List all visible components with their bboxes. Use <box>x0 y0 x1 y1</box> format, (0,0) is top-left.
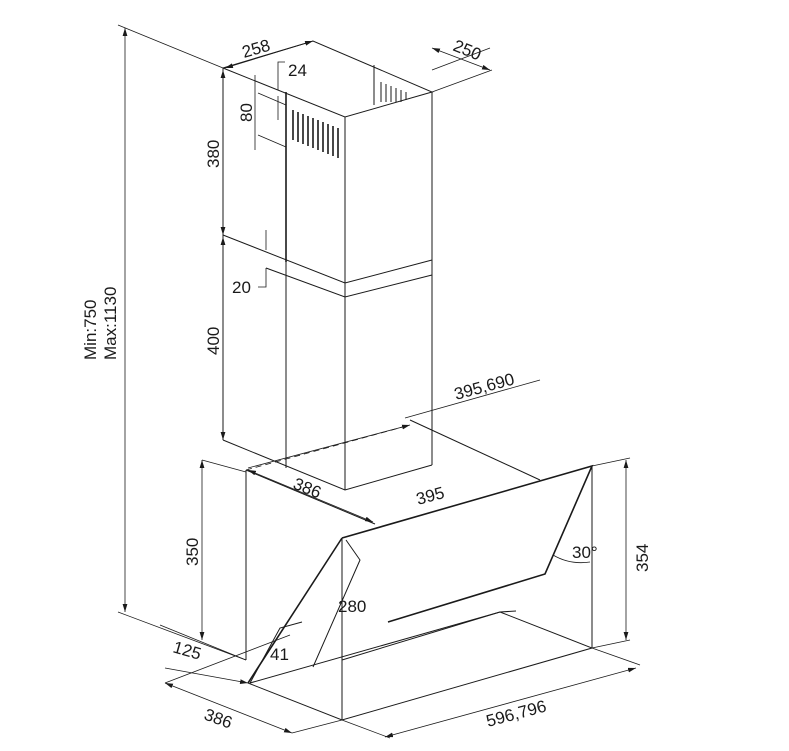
label-lip: 41 <box>270 645 289 664</box>
label-overlap: 20 <box>232 278 251 297</box>
dimension-lines <box>117 24 641 739</box>
label-hood-depth-top: 386 <box>291 474 324 502</box>
label-chimney-position: 395,690 <box>452 370 516 404</box>
label-chimney-depth: 250 <box>451 36 484 64</box>
label-min-height: Min:750 <box>81 300 100 360</box>
label-hood-depth-bottom: 386 <box>202 705 235 733</box>
label-front-offset: 125 <box>171 638 204 664</box>
label-upper-chimney: 380 <box>204 140 223 168</box>
vent-slots <box>292 82 407 158</box>
label-hood-width-top: 395 <box>414 483 446 509</box>
lower-chimney <box>222 235 433 491</box>
label-chimney-width: 258 <box>240 36 273 62</box>
label-lower-chimney: 400 <box>204 327 223 355</box>
upper-chimney <box>222 40 434 284</box>
label-angle: 30° <box>572 543 598 562</box>
label-hood-width-bottom: 596,796 <box>484 697 548 731</box>
label-vent-height: 80 <box>237 103 256 122</box>
label-front-height: 354 <box>633 544 652 572</box>
hood-body <box>245 419 594 721</box>
label-glass-height: 280 <box>338 597 366 616</box>
label-vent-offset: 24 <box>288 61 307 80</box>
label-back-height: 350 <box>183 538 202 566</box>
label-max-height: Max:1130 <box>101 287 120 360</box>
